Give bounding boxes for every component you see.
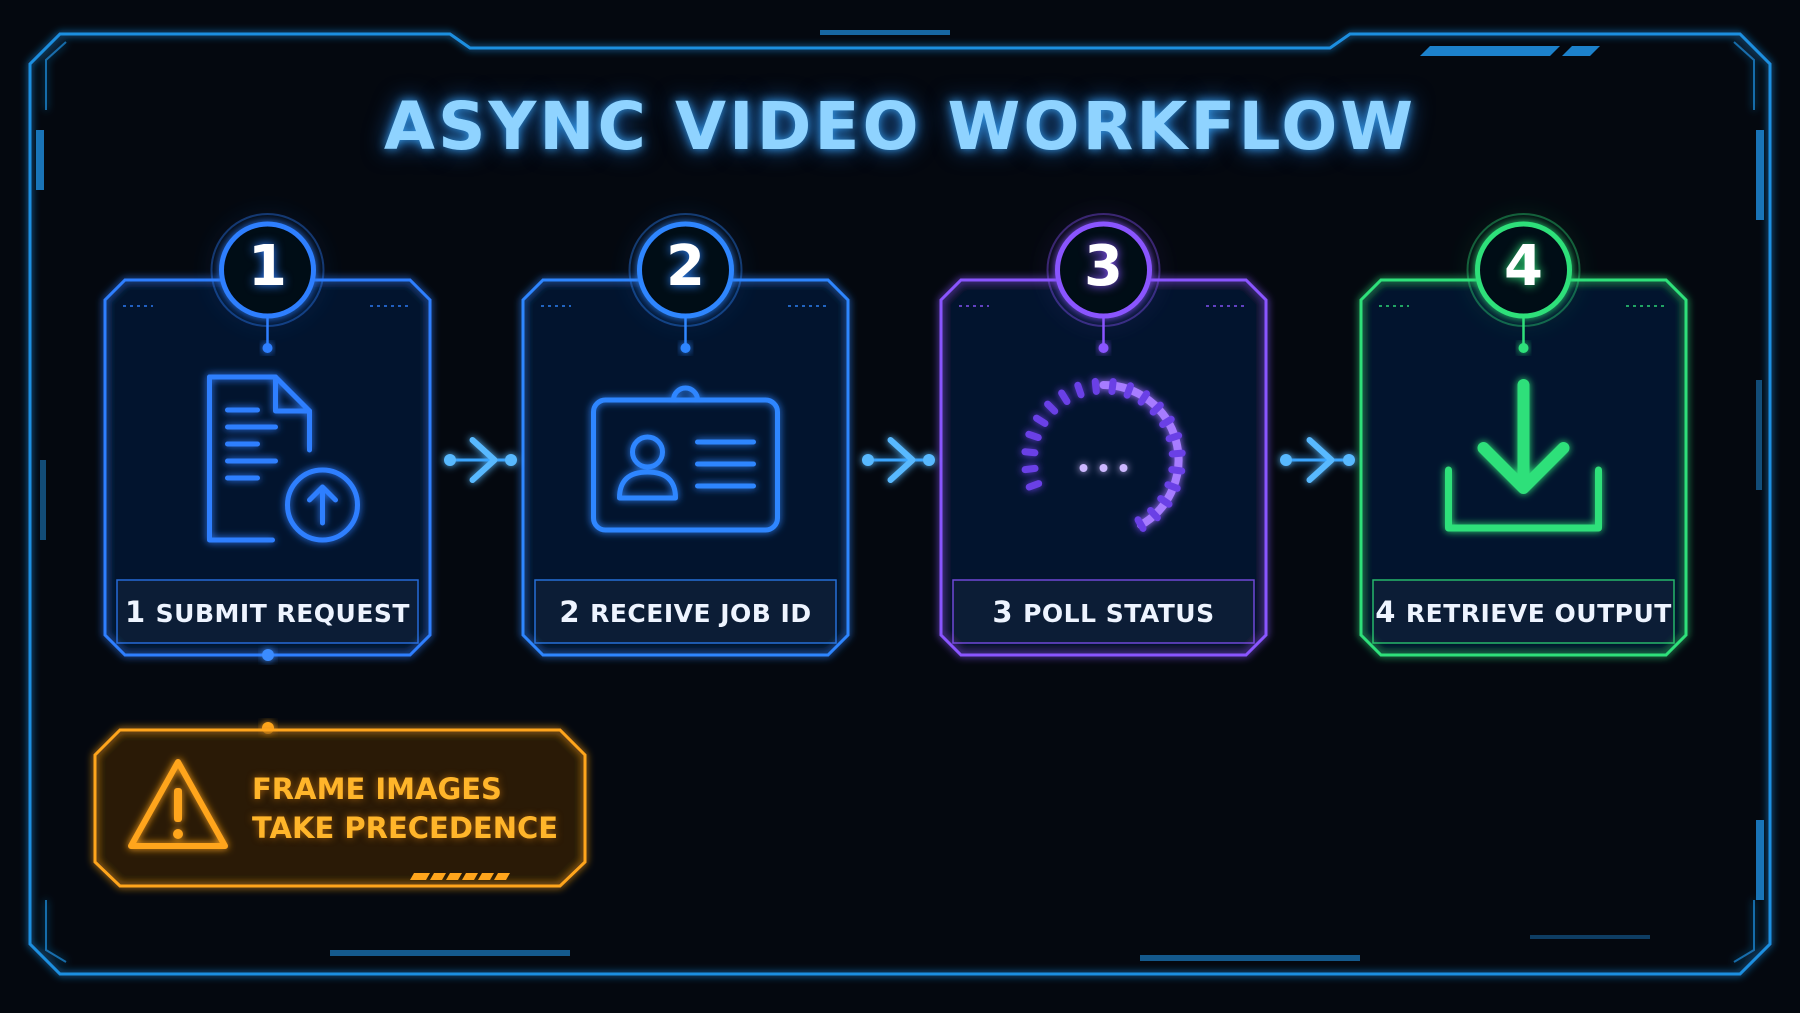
step-panel-4 <box>1359 213 1688 657</box>
connector-arrow-1 <box>444 437 517 483</box>
step-label-number: 4 <box>1375 595 1396 629</box>
step-label-text: RECEIVE JOB ID <box>590 599 812 628</box>
step-label-2: 2 RECEIVE JOB ID <box>536 595 836 629</box>
step-label-bar <box>1372 579 1675 644</box>
download-icon <box>1445 379 1602 532</box>
badge-stem-dot <box>1098 343 1109 353</box>
step-label-text: POLL STATUS <box>1023 599 1215 628</box>
loading-spinner-icon <box>1021 377 1186 532</box>
step-label-3: 3 POLL STATUS <box>954 595 1254 629</box>
warning-connector-dot-top <box>262 649 274 661</box>
step-label-number: 1 <box>124 595 146 629</box>
step-panel-1 <box>103 213 432 657</box>
step-panel-frame <box>103 278 432 657</box>
diagram-title: ASYNC VIDEO WORKFLOW <box>383 88 1417 165</box>
step-label-text: RETRIEVE OUTPUT <box>1405 599 1672 628</box>
step-panel-3 <box>939 213 1268 657</box>
id-badge-icon <box>591 385 780 533</box>
step-number-2: 2 <box>666 234 705 299</box>
badge-stem-dot <box>680 343 691 353</box>
step-number-3: 3 <box>1084 234 1123 299</box>
step-panel-2 <box>521 213 850 657</box>
step-label-text: SUBMIT REQUEST <box>155 599 410 628</box>
warning-line-1: FRAME IMAGES <box>252 772 502 806</box>
step-panel-frame <box>521 278 850 657</box>
connector-arrow-3 <box>1280 437 1355 483</box>
connector-arrow-2 <box>862 437 935 483</box>
step-number-1: 1 <box>248 234 287 299</box>
warning-line-2: TAKE PRECEDENCE <box>252 811 559 845</box>
warning-text: FRAME IMAGES TAKE PRECEDENCE <box>252 770 558 848</box>
step-label-bar <box>116 579 419 644</box>
step-label-bar <box>952 579 1255 644</box>
step-label-1: 1 SUBMIT REQUEST <box>118 595 418 629</box>
step-label-4: 4 RETRIEVE OUTPUT <box>1374 595 1674 629</box>
badge-stem-dot <box>1518 343 1529 353</box>
warning-callout <box>93 649 587 888</box>
warning-stripes <box>410 873 510 880</box>
step-label-number: 3 <box>992 595 1014 629</box>
badge-stem-dot <box>262 343 273 353</box>
step-label-number: 2 <box>559 595 581 629</box>
connector-arrows <box>444 437 1355 483</box>
step-number-4: 4 <box>1504 234 1543 299</box>
step-label-bar <box>534 579 837 644</box>
hud-decorations <box>36 30 1764 961</box>
hud-frame <box>28 32 1772 976</box>
warning-triangle-icon <box>128 759 228 849</box>
document-upload-icon <box>207 374 360 543</box>
